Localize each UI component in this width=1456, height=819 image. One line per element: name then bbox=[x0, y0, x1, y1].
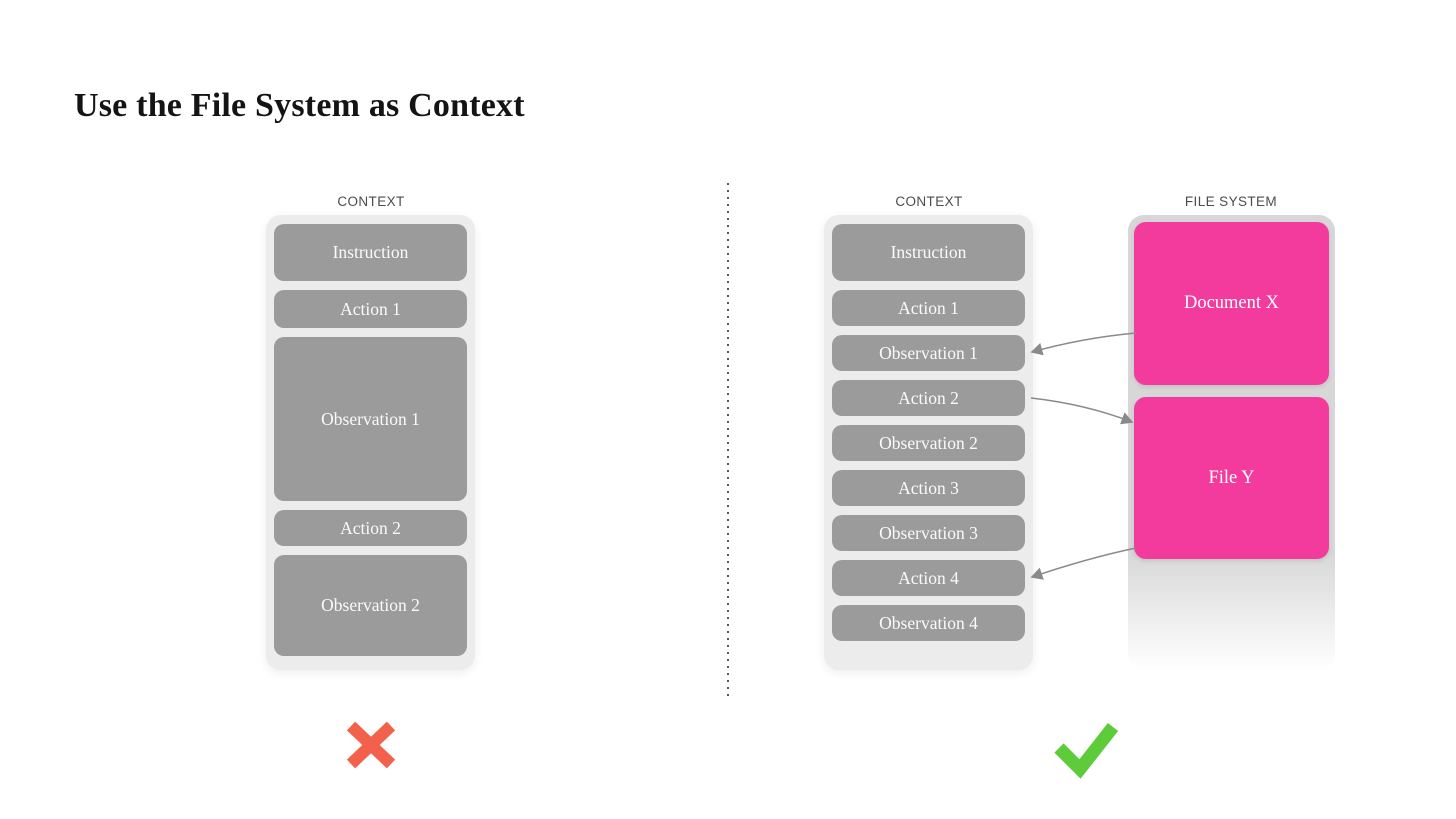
left-block-observation-1: Observation 1 bbox=[274, 337, 467, 501]
file-block-document-x: Document X bbox=[1134, 222, 1329, 385]
right-block-observation-4: Observation 4 bbox=[832, 605, 1025, 641]
right-context-label: CONTEXT bbox=[895, 194, 963, 209]
vertical-dotted-divider bbox=[727, 183, 729, 700]
left-block-action-1: Action 1 bbox=[274, 290, 467, 328]
right-block-observation-2: Observation 2 bbox=[832, 425, 1025, 461]
file-system-label: FILE SYSTEM bbox=[1184, 194, 1278, 209]
arrow-action-2-to-file-y bbox=[1030, 397, 1134, 425]
left-block-instruction: Instruction bbox=[274, 224, 467, 281]
left-block-observation-2: Observation 2 bbox=[274, 555, 467, 656]
left-context-label: CONTEXT bbox=[337, 194, 405, 209]
check-icon bbox=[1054, 722, 1119, 779]
arrow-document-x-to-observation-1 bbox=[1030, 332, 1137, 356]
file-block-file-y: File Y bbox=[1134, 397, 1329, 559]
right-block-action-4: Action 4 bbox=[832, 560, 1025, 596]
arrow-file-y-to-action-4 bbox=[1030, 547, 1137, 580]
cross-icon bbox=[346, 721, 396, 769]
right-block-instruction: Instruction bbox=[832, 224, 1025, 281]
right-block-action-2: Action 2 bbox=[832, 380, 1025, 416]
right-block-action-3: Action 3 bbox=[832, 470, 1025, 506]
right-block-action-1: Action 1 bbox=[832, 290, 1025, 326]
page-title: Use the File System as Context bbox=[74, 86, 525, 124]
right-block-observation-3: Observation 3 bbox=[832, 515, 1025, 551]
right-block-observation-1: Observation 1 bbox=[832, 335, 1025, 371]
left-block-action-2: Action 2 bbox=[274, 510, 467, 546]
